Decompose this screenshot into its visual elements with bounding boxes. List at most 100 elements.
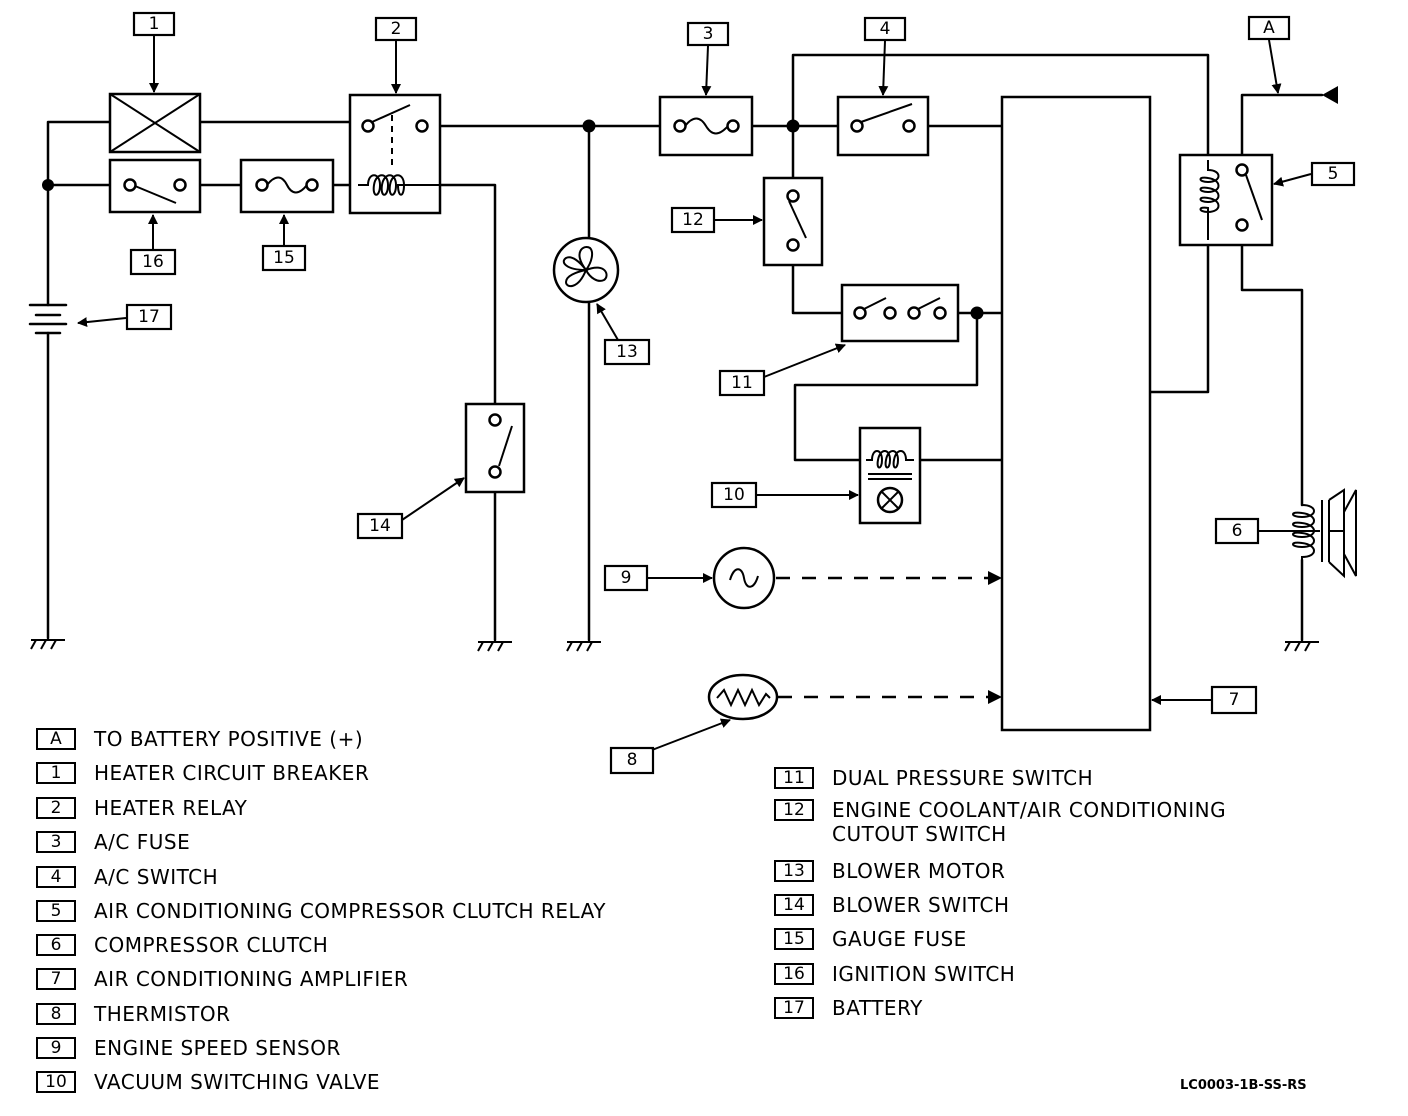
svg-text:7: 7 [1229, 690, 1240, 710]
legend-key: 7 [36, 968, 76, 990]
legend-key: 13 [774, 860, 814, 882]
dual-pressure-switch [840, 283, 960, 343]
callout-9: 9 [603, 564, 713, 592]
legend-text: HEATER CIRCUIT BREAKER [94, 761, 370, 785]
legend-text: COMPRESSOR CLUTCH [94, 933, 329, 957]
legend-text: DUAL PRESSURE SWITCH [832, 766, 1094, 790]
coolant-cutout-switch [762, 176, 824, 267]
callout-1: 1 [132, 11, 176, 93]
callout-2: 2 [374, 16, 418, 94]
legend-key: 3 [36, 831, 76, 853]
legend-key: 10 [36, 1071, 76, 1093]
legend-key: 6 [36, 934, 76, 956]
legend-item: 1 HEATER CIRCUIT BREAKER [36, 760, 369, 786]
vacuum-switching-valve [858, 426, 922, 525]
engine-speed-sensor [712, 546, 776, 610]
legend-text: A/C SWITCH [94, 865, 219, 889]
legend-key: 14 [774, 894, 814, 916]
svg-text:6: 6 [1232, 521, 1243, 541]
legend-item: 7 AIR CONDITIONING AMPLIFIER [36, 966, 408, 992]
ground-icon [566, 641, 602, 652]
callout-14: 14 [356, 477, 465, 540]
callout-5: 5 [1273, 161, 1356, 187]
callout-3: 3 [686, 21, 730, 96]
legend-key: 12 [774, 799, 814, 821]
legend-item: 10 VACUUM SWITCHING VALVE [36, 1069, 380, 1095]
junction-node [786, 119, 800, 133]
ground-icon [30, 639, 66, 650]
callout-7: 7 [1151, 685, 1258, 715]
thermistor [707, 673, 779, 721]
callout-11: 11 [718, 343, 846, 397]
legend-text: GAUGE FUSE [832, 927, 967, 951]
svg-text:10: 10 [723, 485, 745, 505]
ac-fuse [658, 95, 754, 157]
legend-item: 13 BLOWER MOTOR [774, 858, 1005, 884]
legend-text: ENGINE COOLANT/AIR CONDITIONING CUTOUT S… [832, 798, 1227, 846]
heater-circuit-breaker [108, 92, 202, 154]
heater-relay [348, 93, 442, 215]
legend-text: BLOWER SWITCH [832, 893, 1010, 917]
legend-item: 2 HEATER RELAY [36, 795, 247, 821]
legend-item: 11 DUAL PRESSURE SWITCH [774, 765, 1093, 791]
figure-code: LC0003-1B-SS-RS [1180, 1078, 1307, 1093]
svg-text:17: 17 [138, 307, 160, 327]
legend-item: A TO BATTERY POSITIVE (+) [36, 726, 363, 752]
junction-node [582, 119, 596, 133]
legend-item: 5 AIR CONDITIONING COMPRESSOR CLUTCH REL… [36, 898, 606, 924]
legend-text: BATTERY [832, 996, 923, 1020]
junction-node [970, 306, 984, 320]
legend-text: BLOWER MOTOR [832, 859, 1006, 883]
legend-item: 3 A/C FUSE [36, 829, 190, 855]
callout-17: 17 [77, 303, 173, 331]
legend-text: HEATER RELAY [94, 796, 248, 820]
junction-node [42, 179, 54, 191]
legend-key: 1 [36, 762, 76, 784]
legend-key: A [36, 728, 76, 750]
legend-item: 17 BATTERY [774, 995, 923, 1021]
svg-text:11: 11 [731, 373, 753, 393]
svg-text:5: 5 [1328, 164, 1339, 184]
callout-10: 10 [710, 481, 859, 509]
compressor-clutch-relay [1178, 153, 1274, 247]
battery-icon [28, 303, 68, 335]
legend-key: 2 [36, 797, 76, 819]
svg-text:9: 9 [621, 568, 632, 588]
legend-item: 15 GAUGE FUSE [774, 926, 967, 952]
legend-key: 4 [36, 866, 76, 888]
svg-text:15: 15 [273, 248, 295, 268]
legend-key: 16 [774, 963, 814, 985]
legend-item: 9 ENGINE SPEED SENSOR [36, 1035, 341, 1061]
callout-4: 4 [863, 16, 907, 96]
svg-text:2: 2 [391, 19, 402, 39]
legend-item: 8 THERMISTOR [36, 1001, 231, 1027]
ac-amplifier [1000, 95, 1152, 732]
svg-text:4: 4 [880, 19, 891, 39]
legend-item: 4 A/C SWITCH [36, 864, 218, 890]
svg-text:1: 1 [149, 14, 160, 34]
callout-13: 13 [596, 303, 651, 366]
svg-text:14: 14 [369, 516, 391, 536]
legend-text: ENGINE SPEED SENSOR [94, 1036, 341, 1060]
ground-icon [477, 641, 513, 652]
legend-key: 11 [774, 767, 814, 789]
svg-text:3: 3 [703, 24, 714, 44]
blower-motor [552, 236, 620, 304]
legend-key: 15 [774, 928, 814, 950]
legend-text: AIR CONDITIONING AMPLIFIER [94, 967, 409, 991]
legend-key: 17 [774, 997, 814, 1019]
gauge-fuse [239, 158, 335, 214]
legend-text: TO BATTERY POSITIVE (+) [94, 727, 364, 751]
svg-text:A: A [1263, 18, 1275, 38]
callouts: A 1 2 3 4 5 [77, 11, 1356, 775]
legend-text: THERMISTOR [94, 1002, 231, 1026]
svg-text:13: 13 [616, 342, 638, 362]
legend-key: 8 [36, 1003, 76, 1025]
legend-text: AIR CONDITIONING COMPRESSOR CLUTCH RELAY [94, 899, 606, 923]
callout-12: 12 [670, 206, 763, 234]
legend-item: 14 BLOWER SWITCH [774, 892, 1009, 918]
ignition-switch [108, 158, 202, 214]
legend-text: VACUUM SWITCHING VALVE [94, 1070, 381, 1094]
svg-text:8: 8 [627, 750, 638, 770]
